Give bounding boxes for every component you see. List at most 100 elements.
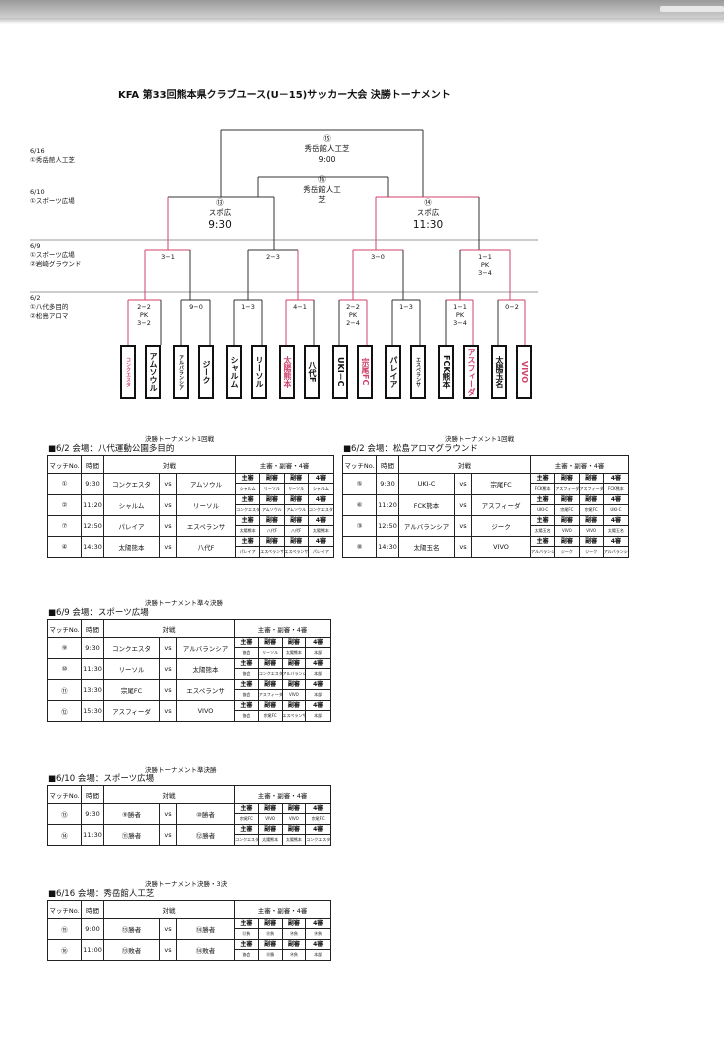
ref-assignment: 4審 bbox=[308, 496, 333, 505]
away-team-cell: 太陽熊本 bbox=[175, 658, 236, 680]
ref-assignment: 副審 bbox=[258, 701, 283, 711]
r1-score: 1−3 bbox=[241, 303, 255, 311]
ref-assignment: エスペランサ bbox=[283, 711, 307, 721]
sf1-match-no: ⑬ bbox=[216, 198, 224, 207]
r1-score: 9−0 bbox=[189, 303, 203, 311]
home-team-cell: リーソル bbox=[103, 658, 160, 680]
label-6-2-venue-1: ①八代多目的 bbox=[30, 303, 69, 311]
label-6-10-date: 6/10 bbox=[30, 188, 45, 196]
ref-assignment: シャルム bbox=[237, 484, 261, 494]
time-cell: 11:00 bbox=[81, 939, 104, 961]
vs-cell: vs bbox=[159, 536, 177, 558]
vs-cell: vs bbox=[454, 473, 472, 495]
header-match-no: マッチNo. bbox=[47, 619, 82, 638]
ref-assignment: ⑬負 bbox=[236, 929, 259, 939]
team-name: パレイア bbox=[389, 356, 398, 388]
r1-score: 2−2 bbox=[346, 303, 360, 311]
r1-right-heading: 決勝トーナメント1回戦 bbox=[445, 435, 515, 443]
time-cell: 11:20 bbox=[376, 494, 399, 516]
home-team-cell: パレイア bbox=[103, 515, 160, 537]
time-cell: 15:30 bbox=[81, 700, 104, 722]
ref-assignment: 主審 bbox=[235, 825, 259, 835]
ref-assignment: ⑬勝 bbox=[259, 950, 283, 960]
table-header-row: マッチNo.時間対戦主審・副審・4審 bbox=[342, 455, 630, 474]
header-match: 対戦 bbox=[397, 455, 532, 474]
match-no-cell: ⑬ bbox=[47, 803, 82, 825]
sf2-venue: スポ広 bbox=[416, 208, 440, 217]
ref-assignment: 主審 bbox=[235, 804, 259, 814]
vs-cell: vs bbox=[159, 824, 177, 846]
home-team-cell: UKI-C bbox=[398, 473, 455, 495]
final-time: 9:00 bbox=[318, 155, 336, 164]
header-match-no: マッチNo. bbox=[47, 455, 82, 474]
ref-assignment: ⑭負 bbox=[283, 929, 307, 939]
team-box: 太陽玉名 bbox=[491, 345, 507, 399]
team-name: エスペランサ bbox=[415, 357, 421, 387]
ref-assignment: 主審 bbox=[235, 701, 259, 711]
sf2-time: 11:30 bbox=[412, 219, 444, 231]
ref-assignment: 副審 bbox=[579, 474, 604, 484]
ref-assignment: コンクエスタ bbox=[237, 505, 261, 515]
ref-assignment: ジーク bbox=[555, 547, 580, 557]
r1-score: 4−1 bbox=[293, 303, 307, 311]
qf4-score-1: 1−1 bbox=[478, 253, 492, 261]
team-name: アスフィーダ bbox=[467, 348, 476, 396]
team-box: VIVO bbox=[516, 345, 532, 399]
label-6-16-date: 6/16 bbox=[30, 147, 45, 155]
refs-grid: 主審副審副審4審協会コンクエスタアルバランシア本部 bbox=[235, 659, 330, 679]
ref-assignment: コンクエスタ bbox=[306, 837, 331, 842]
r1-score: 2−4 bbox=[346, 319, 360, 327]
ref-assignment: VIVO bbox=[283, 690, 307, 700]
header-time: 時間 bbox=[81, 455, 104, 474]
ref-assignment: 副審 bbox=[258, 825, 283, 835]
team-name: アムソウル bbox=[149, 352, 158, 392]
header-time: 時間 bbox=[81, 785, 104, 804]
ref-assignment: 本部 bbox=[314, 952, 323, 957]
match-no-cell: ③ bbox=[342, 515, 377, 537]
header-refs: 主審・副審・4審 bbox=[530, 455, 630, 474]
time-cell: 14:30 bbox=[81, 536, 104, 558]
vs-cell: vs bbox=[159, 918, 177, 940]
ref-assignment: 協会 bbox=[236, 950, 259, 960]
team-name: リーソル bbox=[255, 356, 264, 388]
match-no-cell: ⑩ bbox=[47, 658, 82, 680]
r1-score: PK bbox=[348, 311, 358, 319]
team-box: リーソル bbox=[251, 345, 267, 399]
ref-assignment: 副審 bbox=[284, 537, 309, 547]
ref-assignment: ⑭負 bbox=[314, 931, 323, 936]
ref-assignment: 4審 bbox=[306, 681, 330, 690]
vs-cell: vs bbox=[159, 658, 177, 680]
ref-assignment: 副審 bbox=[284, 474, 309, 484]
team-name: シャルム bbox=[230, 356, 239, 388]
ref-assignment: アルバランシア bbox=[283, 669, 307, 679]
match-no-cell: ⑥ bbox=[342, 494, 377, 516]
ref-assignment: 副審 bbox=[284, 516, 309, 526]
table-row: ⑩11:30リーソルvs太陽熊本主審副審副審4審協会コンクエスタアルバランシア本… bbox=[47, 658, 332, 680]
header-refs: 主審・副審・4審 bbox=[234, 900, 332, 919]
ref-assignment: 4審 bbox=[306, 639, 330, 648]
top-bar-highlight bbox=[660, 6, 724, 12]
ref-assignment: アムソウル bbox=[260, 505, 285, 515]
ref-assignment: 本部 bbox=[314, 671, 323, 676]
refs-grid: 主審副審副審4審アルバランシアジークジークアルバランシア bbox=[531, 537, 628, 557]
away-team-cell: ⑭敗者 bbox=[175, 939, 236, 961]
time-cell: 12:50 bbox=[376, 515, 399, 537]
r1-left-heading: 決勝トーナメント1回戦 bbox=[145, 435, 215, 443]
final-heading: 決勝トーナメント決勝・3決 bbox=[145, 880, 228, 888]
vs-cell: vs bbox=[159, 515, 177, 537]
home-team-cell: FCK熊本 bbox=[398, 494, 455, 516]
ref-assignment: 副審 bbox=[282, 825, 307, 835]
ref-assignment: 副審 bbox=[282, 680, 307, 690]
vs-cell: vs bbox=[159, 637, 177, 659]
team-box: アスフィーダ bbox=[463, 345, 479, 399]
